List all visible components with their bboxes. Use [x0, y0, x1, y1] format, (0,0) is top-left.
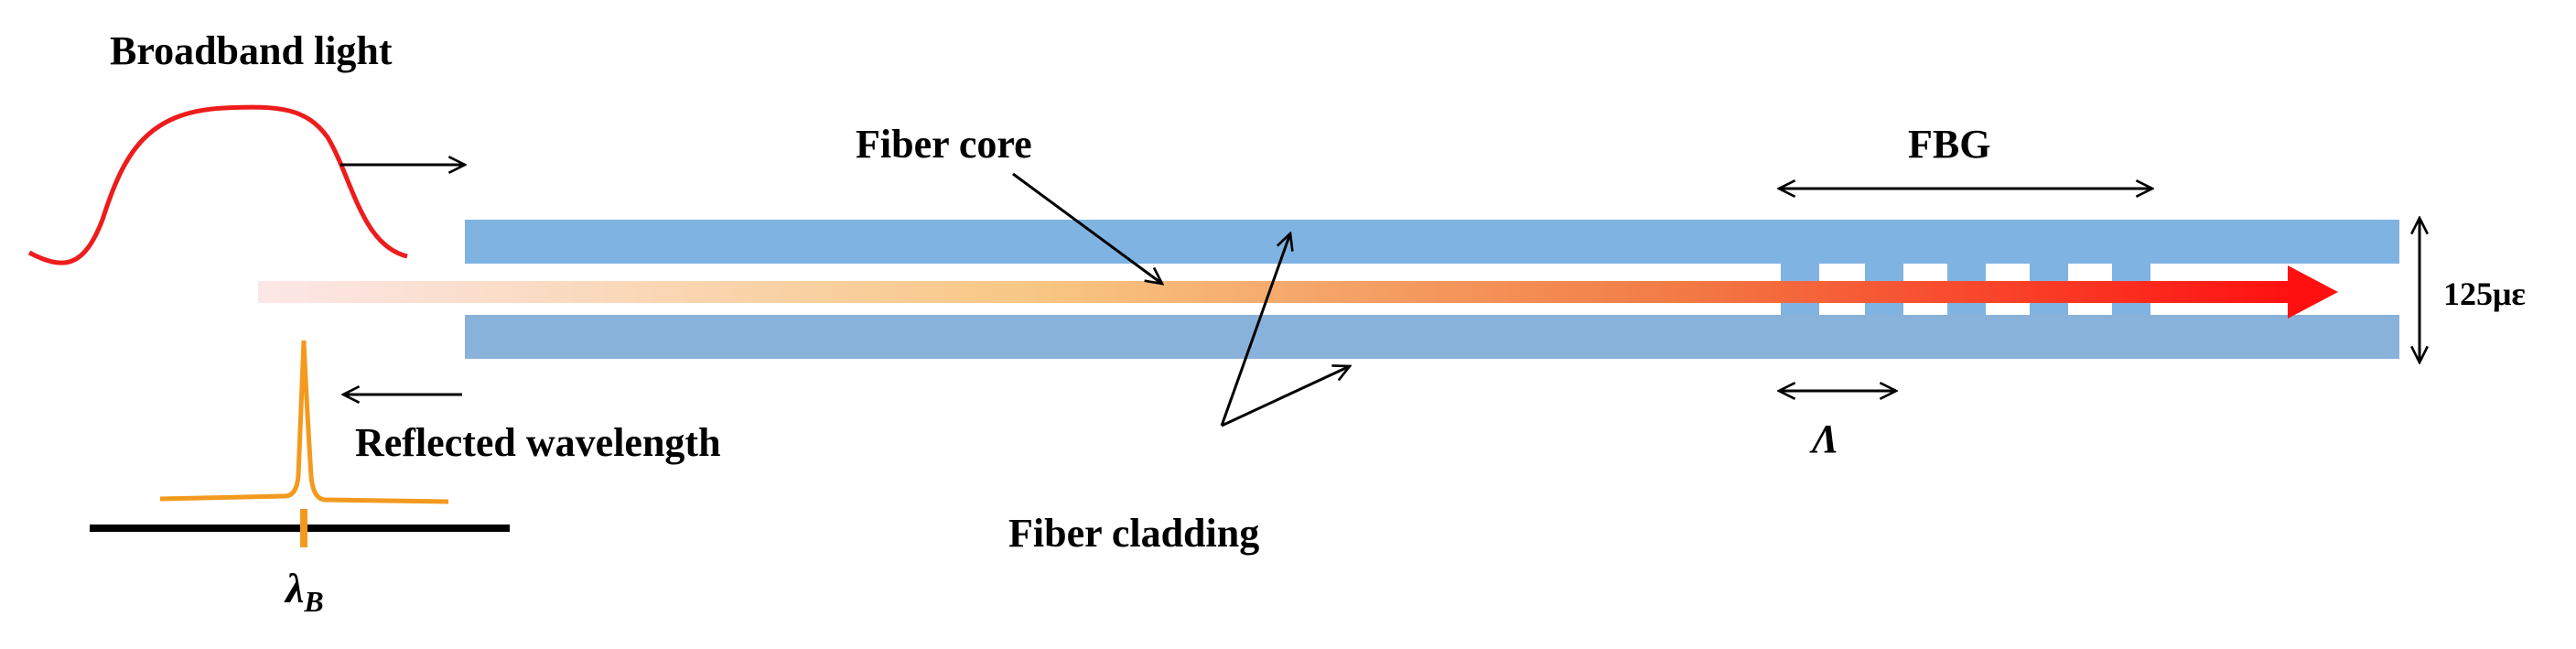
fiber-cladding-pointer-top: [1220, 233, 1290, 427]
grating-period-label: Λ: [1809, 416, 1838, 461]
bragg-symbol: λ: [284, 565, 304, 611]
fiber-cladding-bottom: [465, 315, 2399, 359]
core-light-arrow: [258, 265, 2338, 319]
broadband-spectrum-curve-icon: [27, 104, 408, 265]
fiber-cladding-label: Fiber cladding: [1008, 511, 1259, 556]
bragg-subscript: B: [303, 585, 323, 618]
fiber-core-pointer: [1012, 172, 1162, 284]
fiber-cladding-pointer-bottom: [1221, 366, 1350, 427]
fiber-core-label: Fiber core: [856, 122, 1032, 167]
fbg-label: FBG: [1908, 122, 1990, 167]
reflected-wavelength-label: Reflected wavelength: [355, 420, 721, 465]
reflected-peak-curve-icon: [159, 340, 449, 504]
bragg-wavelength-label: λB: [284, 565, 324, 618]
fiber-diameter-label: 125μɛ: [2443, 276, 2526, 312]
broadband-light-label: Broadband light: [110, 28, 393, 73]
fiber-cladding-top: [465, 220, 2399, 264]
